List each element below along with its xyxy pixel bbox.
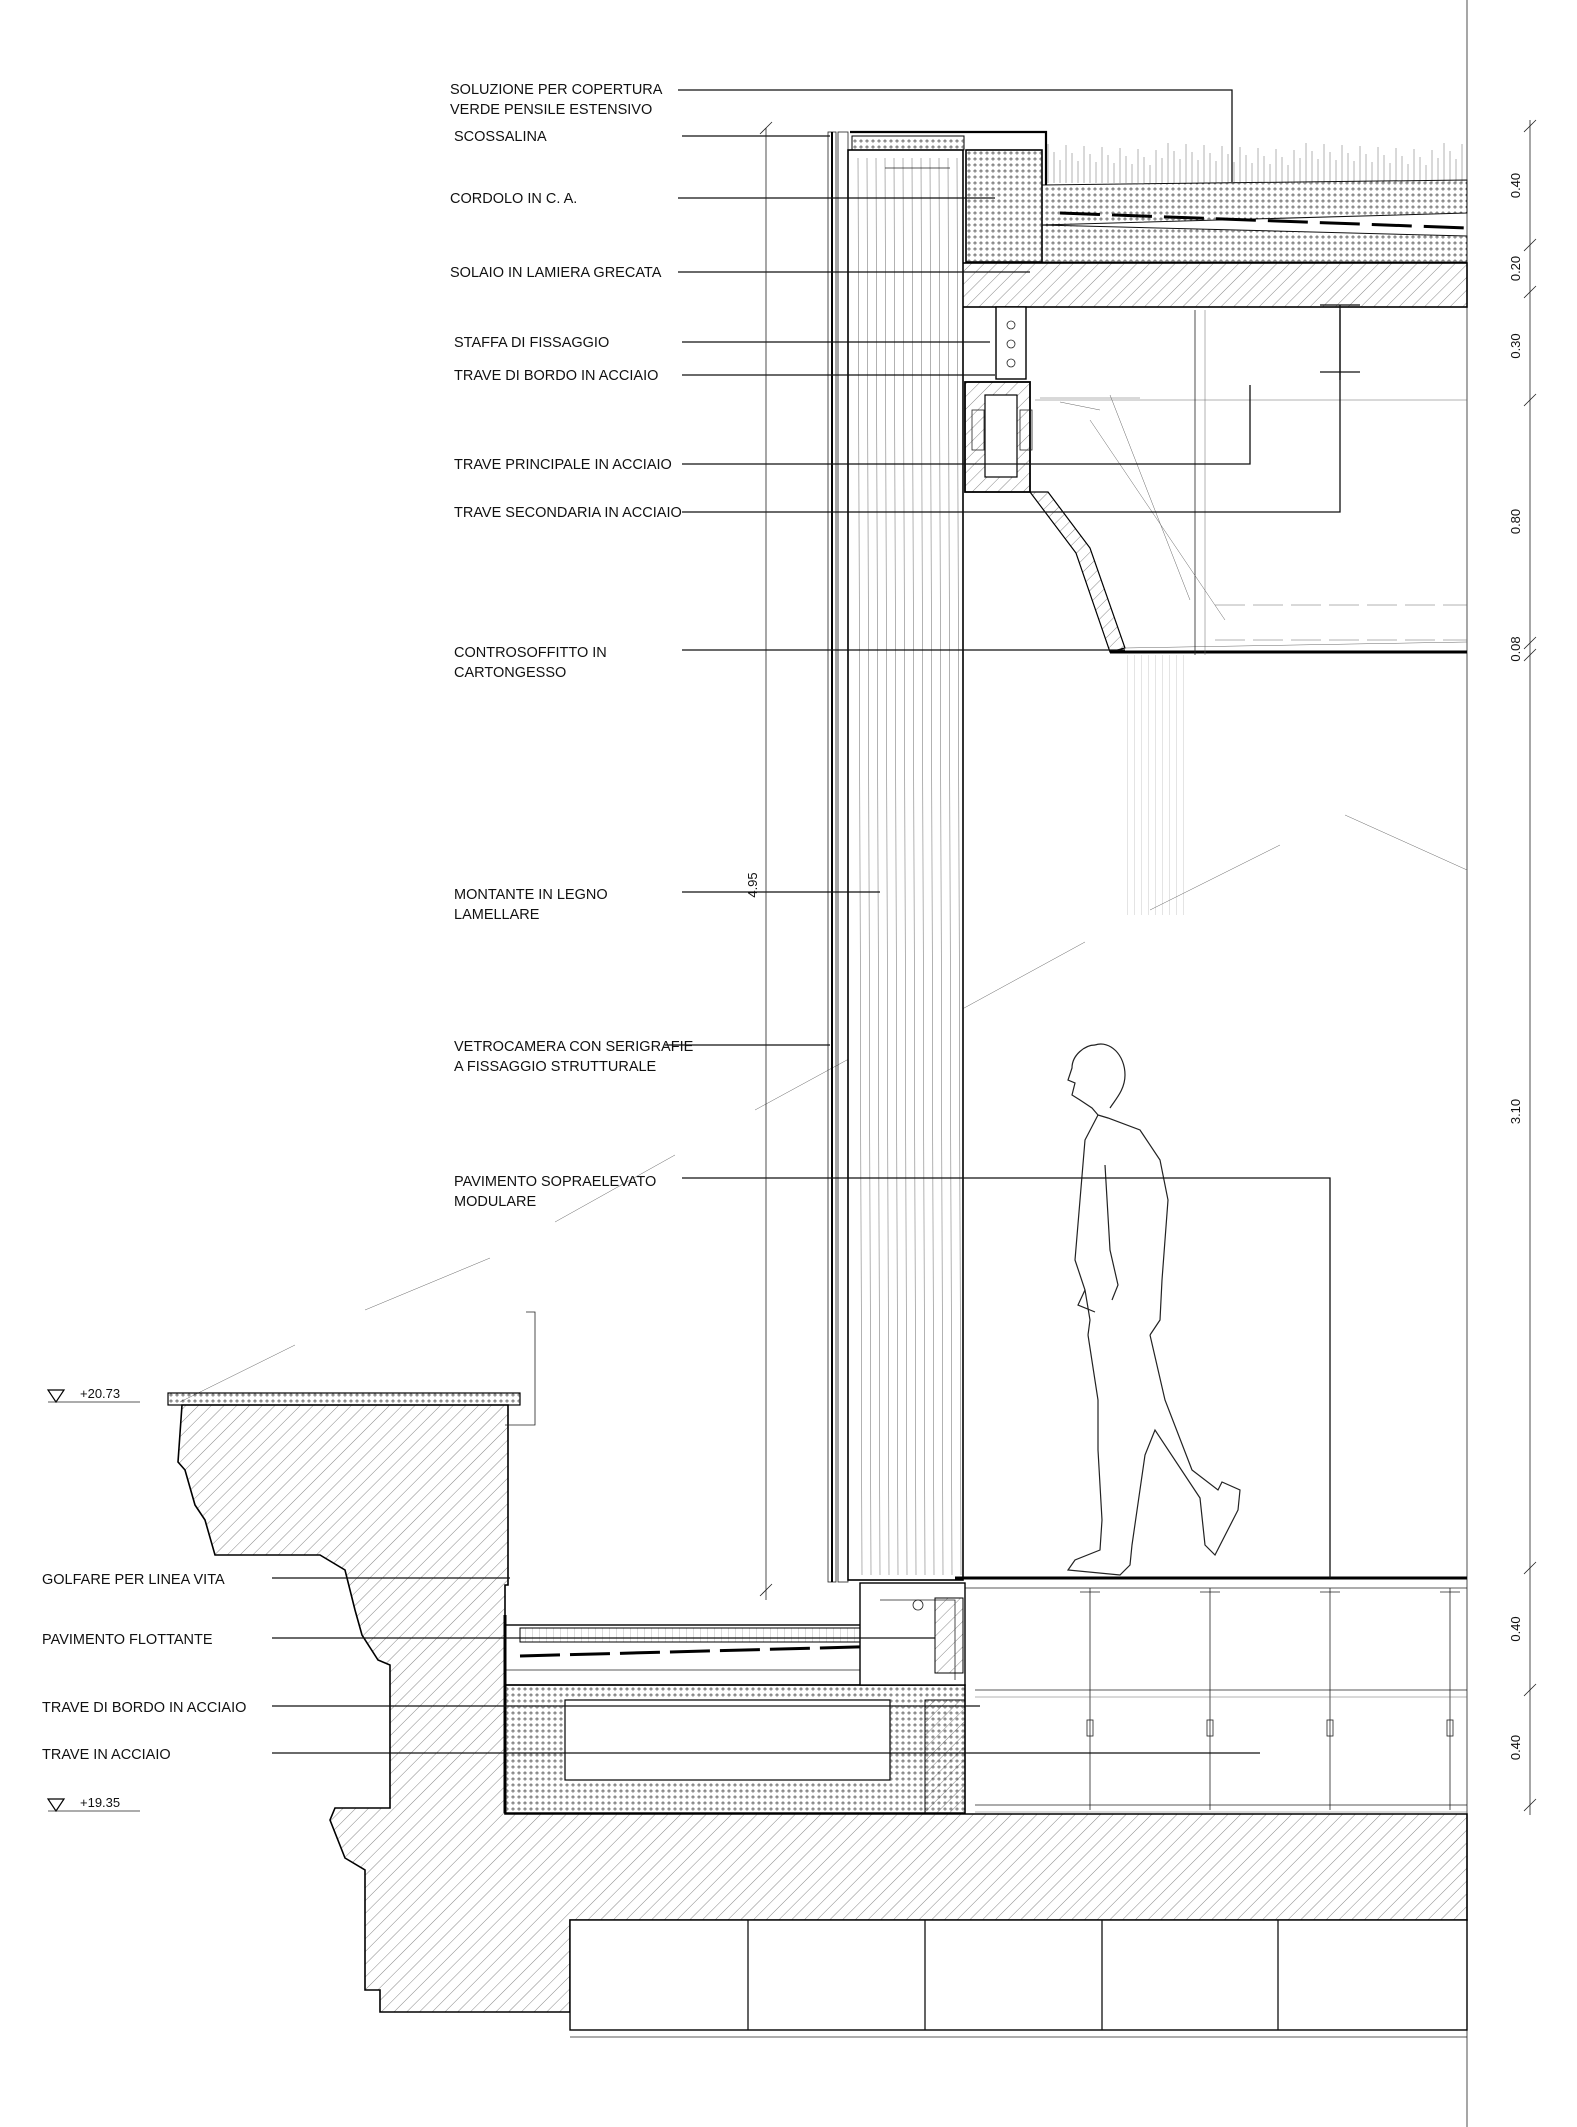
label-vetrocamera-2: A FISSAGGIO STRUTTURALE bbox=[454, 1059, 657, 1075]
label-trave-bordo-top: TRAVE DI BORDO IN ACCIAIO bbox=[454, 368, 658, 384]
label-trave-secondaria: TRAVE SECONDARIA IN ACCIAIO bbox=[454, 505, 682, 521]
label-pavimento-sopraelevato-1: PAVIMENTO SOPRAELEVATO bbox=[454, 1174, 656, 1190]
label-controsoffitto-2: CARTONGESSO bbox=[454, 665, 566, 681]
right-dimension-value: 0.40 bbox=[1508, 173, 1523, 198]
label-scossalina: SCOSSALINA bbox=[454, 129, 547, 145]
callout-labels: SOLUZIONE PER COPERTURA VERDE PENSILE ES… bbox=[42, 82, 694, 1763]
label-golfare: GOLFARE PER LINEA VITA bbox=[42, 1572, 225, 1588]
glass-reflection-lines bbox=[179, 814, 1468, 1403]
label-solaio: SOLAIO IN LAMIERA GRECATA bbox=[450, 265, 662, 281]
right-dimension-value: 0.30 bbox=[1508, 333, 1523, 358]
label-vetrocamera-1: VETROCAMERA CON SERIGRAFIE bbox=[454, 1039, 694, 1055]
main-beam-top bbox=[964, 381, 1033, 493]
label-copertura-2: VERDE PENSILE ESTENSIVO bbox=[450, 102, 652, 118]
height-dimension: 4.95 bbox=[745, 121, 773, 1600]
parapet-cap bbox=[851, 135, 965, 151]
label-cordolo: CORDOLO IN C. A. bbox=[450, 191, 577, 207]
flashing bbox=[850, 130, 1048, 185]
level-marker-bottom: +19.35 bbox=[46, 1795, 140, 1813]
ceiling-light-stripes bbox=[1122, 655, 1190, 915]
right-dimension-value: 0.20 bbox=[1508, 256, 1523, 281]
green-roof bbox=[1041, 143, 1468, 263]
right-dimension-chain: 0.40 0.20 0.30 0.80 0.08 3.10 0.40 0.40 bbox=[1508, 119, 1537, 1815]
label-pavimento-sopraelevato-2: MODULARE bbox=[454, 1194, 537, 1210]
roof-slab bbox=[959, 262, 1468, 308]
level-marker-top: +20.73 bbox=[46, 1386, 140, 1404]
raised-floor-pedestals bbox=[1080, 1588, 1460, 1810]
right-dimension-value: 0.80 bbox=[1508, 509, 1523, 534]
right-dimension-value: 3.10 bbox=[1508, 1099, 1523, 1124]
edge-beam-bottom bbox=[504, 1684, 966, 1814]
label-trave-acciaio: TRAVE IN ACCIAIO bbox=[42, 1747, 171, 1763]
label-copertura-1: SOLUZIONE PER COPERTURA bbox=[450, 82, 663, 98]
glazing-unit bbox=[827, 131, 849, 1583]
label-controsoffitto-1: CONTROSOFFITTO IN bbox=[454, 645, 607, 661]
label-staffa: STAFFA DI FISSAGGIO bbox=[454, 335, 609, 351]
label-montante-1: MONTANTE IN LEGNO bbox=[454, 887, 608, 903]
human-figure bbox=[1066, 1043, 1241, 1576]
label-montante-2: LAMELLARE bbox=[454, 907, 540, 923]
right-dimension-value: 0.40 bbox=[1508, 1735, 1523, 1760]
height-dimension-text: 4.95 bbox=[745, 872, 760, 897]
curb-concrete bbox=[965, 149, 1043, 263]
parapet-railing bbox=[505, 1311, 536, 1426]
lower-wall-panels bbox=[569, 1919, 1468, 2038]
right-dimension-value: 0.40 bbox=[1508, 1616, 1523, 1641]
level-bottom-text: +19.35 bbox=[80, 1795, 120, 1810]
right-dimension-value: 0.08 bbox=[1508, 636, 1523, 661]
label-trave-bordo-bottom: TRAVE DI BORDO IN ACCIAIO bbox=[42, 1700, 246, 1716]
label-trave-principale: TRAVE PRINCIPALE IN ACCIAIO bbox=[454, 457, 672, 473]
level-top-text: +20.73 bbox=[80, 1386, 120, 1401]
leader-lines bbox=[272, 89, 1341, 1754]
ceiling-sloped-soffit bbox=[1028, 491, 1126, 653]
parapet-coping bbox=[167, 1392, 521, 1406]
label-pavimento-flottante: PAVIMENTO FLOTTANTE bbox=[42, 1632, 213, 1648]
timber-mullion bbox=[847, 149, 964, 1581]
